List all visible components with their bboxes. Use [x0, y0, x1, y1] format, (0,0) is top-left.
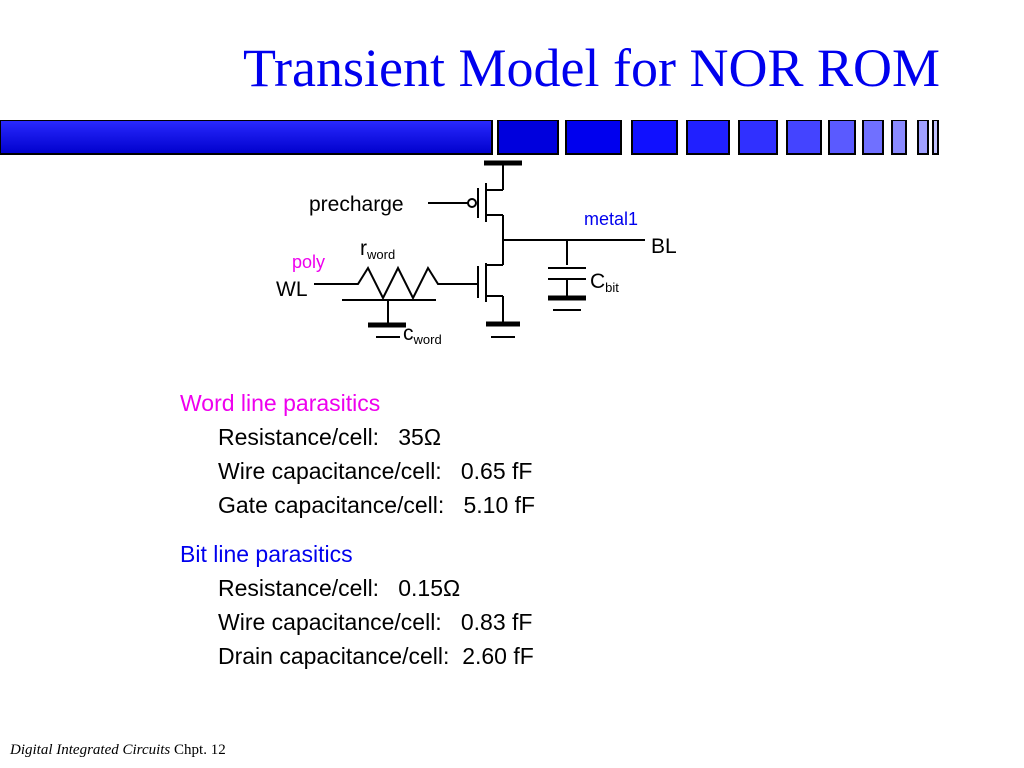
row-label: Wire capacitance/cell:	[218, 609, 442, 635]
row-value: 0.65 fF	[460, 458, 533, 484]
c-bit-label: Cbit	[590, 270, 619, 295]
word-line-heading: Word line parasitics	[180, 390, 381, 416]
row-label: Wire capacitance/cell:	[218, 458, 442, 484]
bar-segment	[565, 120, 622, 155]
word-line-section: Word line parasitics Resistance/cell: 35…	[180, 386, 880, 522]
row-value: 5.10 fF	[463, 492, 536, 518]
bar-segment	[497, 120, 559, 155]
bar-segment	[0, 120, 493, 155]
footer: Digital Integrated Circuits Chpt. 12	[10, 742, 226, 759]
row-label: Gate capacitance/cell:	[218, 492, 445, 518]
word-line-row: Gate capacitance/cell: 5.10 fF	[180, 488, 880, 522]
bar-segment	[631, 120, 678, 155]
bit-line-row: Wire capacitance/cell: 0.83 fF	[180, 605, 880, 639]
row-label: Resistance/cell:	[218, 575, 380, 601]
bar-segment	[891, 120, 907, 155]
bar-segment	[786, 120, 822, 155]
bar-segment	[828, 120, 856, 155]
word-line-row: Resistance/cell: 35Ω	[180, 420, 880, 454]
bl-label: BL	[651, 235, 677, 258]
bit-line-row: Resistance/cell: 0.15Ω	[180, 571, 880, 605]
word-line-row: Wire capacitance/cell: 0.65 fF	[180, 454, 880, 488]
bit-line-heading: Bit line parasitics	[180, 541, 353, 567]
pmos-bubble	[467, 198, 477, 208]
title-bar-strip	[0, 120, 939, 155]
metal1-label: metal1	[584, 209, 638, 229]
row-value: 0.15Ω	[398, 575, 461, 601]
nor-rom-circuit: precharge metal1 BL rword poly WL Cbit c…	[276, 160, 677, 347]
bar-segment	[932, 120, 939, 155]
bar-segment	[738, 120, 778, 155]
precharge-label: precharge	[309, 193, 404, 216]
poly-label: poly	[292, 252, 325, 272]
slide-title: Transient Model for NOR ROM	[242, 38, 940, 98]
bar-segment	[862, 120, 884, 155]
row-value: 2.60 fF	[462, 643, 534, 669]
footer-book-title: Digital Integrated Circuits	[10, 742, 171, 758]
row-value: 0.83 fF	[460, 609, 533, 635]
bar-segment	[917, 120, 929, 155]
row-value: 35Ω	[398, 424, 442, 450]
r-word-resistor	[340, 265, 478, 301]
bar-segment	[686, 120, 730, 155]
row-label: Drain capacitance/cell:	[218, 643, 450, 669]
wl-label: WL	[276, 278, 308, 301]
bit-line-row: Drain capacitance/cell: 2.60 fF	[180, 639, 880, 673]
c-word-label: cword	[403, 322, 442, 347]
parasitics-list: Word line parasitics Resistance/cell: 35…	[180, 386, 880, 688]
footer-chapter: Chpt. 12	[174, 742, 226, 758]
row-label: Resistance/cell:	[218, 424, 380, 450]
r-word-label: rword	[360, 237, 395, 262]
bit-line-section: Bit line parasitics Resistance/cell: 0.1…	[180, 537, 880, 673]
